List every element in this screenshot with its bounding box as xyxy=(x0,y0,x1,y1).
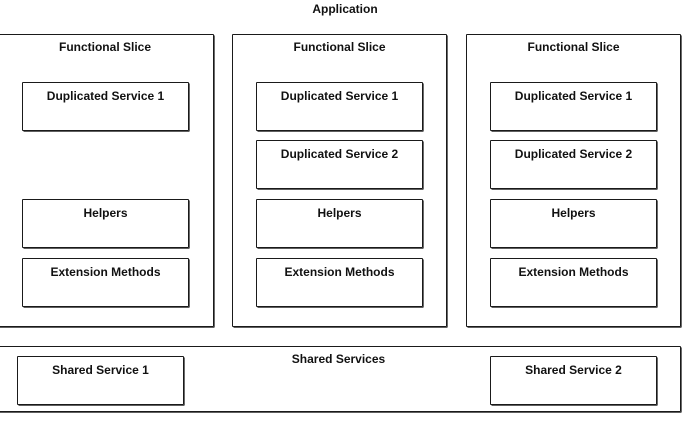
slice-2-duplicated-service-2: Duplicated Service 2 xyxy=(256,140,423,189)
slice-2-extension-methods: Extension Methods xyxy=(256,258,423,307)
shared-services-container: Shared Services xyxy=(0,346,681,412)
slice-1-duplicated-service-1: Duplicated Service 1 xyxy=(22,82,189,131)
box-label: Duplicated Service 2 xyxy=(514,147,633,161)
slice-3-helpers: Helpers xyxy=(490,199,657,248)
slice-3-duplicated-service-2: Duplicated Service 2 xyxy=(490,140,657,189)
functional-slice-3: Functional Slice xyxy=(466,34,681,327)
functional-slice-title: Functional Slice xyxy=(58,40,151,54)
slice-2-helpers: Helpers xyxy=(256,199,423,248)
slice-1-extension-methods: Extension Methods xyxy=(22,258,189,307)
box-label: Shared Service 2 xyxy=(525,363,622,377)
slice-1-helpers: Helpers xyxy=(22,199,189,248)
functional-slice-2: Functional Slice xyxy=(232,34,447,327)
box-label: Helpers xyxy=(551,206,596,220)
box-label: Extension Methods xyxy=(518,265,629,279)
box-label: Shared Service 1 xyxy=(52,363,149,377)
box-label: Duplicated Service 1 xyxy=(280,89,399,103)
box-label: Duplicated Service 1 xyxy=(46,89,165,103)
shared-services-title: Shared Services xyxy=(291,352,386,366)
box-label: Extension Methods xyxy=(284,265,395,279)
slice-3-duplicated-service-1: Duplicated Service 1 xyxy=(490,82,657,131)
application-title: Application xyxy=(312,2,378,16)
functional-slice-title: Functional Slice xyxy=(527,40,620,54)
shared-service-2: Shared Service 2 xyxy=(490,356,657,405)
slice-3-extension-methods: Extension Methods xyxy=(490,258,657,307)
box-label: Extension Methods xyxy=(50,265,161,279)
box-label: Helpers xyxy=(317,206,362,220)
functional-slice-title: Functional Slice xyxy=(293,40,386,54)
slice-2-duplicated-service-1: Duplicated Service 1 xyxy=(256,82,423,131)
box-label: Duplicated Service 2 xyxy=(280,147,399,161)
shared-service-1: Shared Service 1 xyxy=(17,356,184,405)
box-label: Helpers xyxy=(83,206,128,220)
functional-slice-1: Functional Slice xyxy=(0,34,214,327)
box-label: Duplicated Service 1 xyxy=(514,89,633,103)
